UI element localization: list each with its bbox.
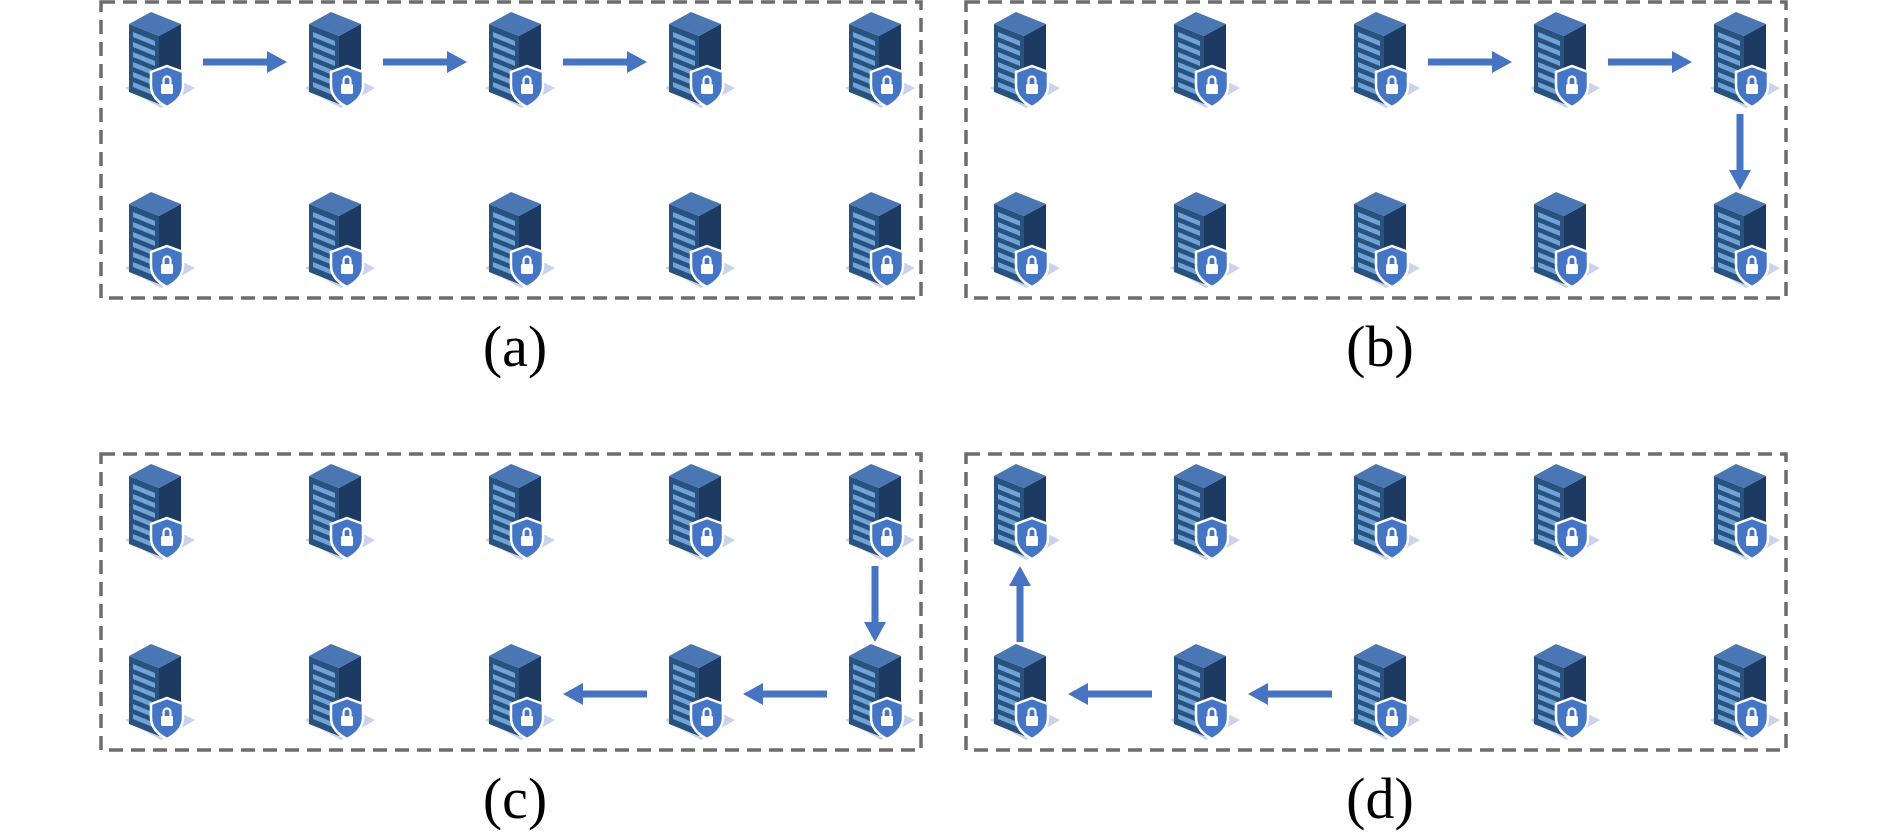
panel-d-border (964, 452, 1788, 752)
server-icon-a-r1c2 (305, 12, 375, 109)
server-icon-a-r1c3 (485, 12, 555, 109)
arrow-icon-c-2 (743, 683, 827, 705)
server-icon-d-r1c4 (1530, 464, 1600, 561)
server-icon-b-r2c3 (1350, 192, 1420, 289)
server-icon-b-r2c1 (990, 192, 1060, 289)
server-icon-c-r2c2 (305, 644, 375, 741)
arrow-icon-a-1 (203, 51, 287, 73)
panel-d-caption: (d) (1346, 766, 1414, 831)
server-icon-d-r2c4 (1530, 644, 1600, 741)
arrow-icon-d-1 (1248, 683, 1332, 705)
panel-b (964, 0, 1788, 300)
panel-c-caption: (c) (482, 766, 548, 831)
arrow-icon-b-1 (1428, 51, 1512, 73)
server-icon-d-r2c5 (1710, 644, 1780, 741)
panel-a (99, 0, 923, 300)
arrow-icon-a-3 (563, 51, 647, 73)
server-icon-c-r1c4 (665, 464, 735, 561)
arrow-icon-d-3 (1009, 566, 1031, 642)
server-icon-d-r1c5 (1710, 464, 1780, 561)
server-icon-c-r1c5 (845, 464, 915, 561)
server-icon-b-r1c5 (1710, 12, 1780, 109)
server-icon-b-r2c5 (1710, 192, 1780, 289)
server-icon-d-r2c1 (990, 644, 1060, 741)
server-icon-b-r1c4 (1530, 12, 1600, 109)
arrow-icon-c-1 (864, 566, 886, 642)
server-icon-b-r2c2 (1170, 192, 1240, 289)
server-icon-b-r1c1 (990, 12, 1060, 109)
server-icon-b-r1c3 (1350, 12, 1420, 109)
server-icon-a-r2c4 (665, 192, 735, 289)
arrow-icon-a-2 (383, 51, 467, 73)
server-icon-d-r2c3 (1350, 644, 1420, 741)
server-icon-a-r2c1 (125, 192, 195, 289)
arrow-icon-b-3 (1729, 114, 1751, 190)
server-icon-b-r1c2 (1170, 12, 1240, 109)
panel-a-caption: (a) (482, 314, 548, 379)
server-icon-c-r2c4 (665, 644, 735, 741)
server-icon-a-r1c4 (665, 12, 735, 109)
panel-b-border (964, 0, 1788, 300)
server-icon-c-r1c2 (305, 464, 375, 561)
server-icon-c-r1c3 (485, 464, 555, 561)
server-icon-d-r1c2 (1170, 464, 1240, 561)
server-icon-c-r2c1 (125, 644, 195, 741)
server-icon-a-r2c5 (845, 192, 915, 289)
server-icon-c-r2c5 (845, 644, 915, 741)
server-icon-d-r1c3 (1350, 464, 1420, 561)
server-icon-c-r2c3 (485, 644, 555, 741)
panel-b-caption: (b) (1346, 314, 1414, 379)
server-icon-d-r2c2 (1170, 644, 1240, 741)
panel-c-border (99, 452, 923, 752)
server-icon-c-r1c1 (125, 464, 195, 561)
server-icon-a-r1c5 (845, 12, 915, 109)
server-icon-a-r1c1 (125, 12, 195, 109)
server-icon-a-r2c3 (485, 192, 555, 289)
server-icon-b-r2c4 (1530, 192, 1600, 289)
arrow-icon-d-2 (1068, 683, 1152, 705)
arrow-icon-c-3 (563, 683, 647, 705)
panel-c (99, 452, 923, 752)
panel-d (964, 452, 1788, 752)
server-icon-d-r1c1 (990, 464, 1060, 561)
server-icon-a-r2c2 (305, 192, 375, 289)
arrow-icon-b-2 (1608, 51, 1692, 73)
panel-a-border (99, 0, 923, 300)
